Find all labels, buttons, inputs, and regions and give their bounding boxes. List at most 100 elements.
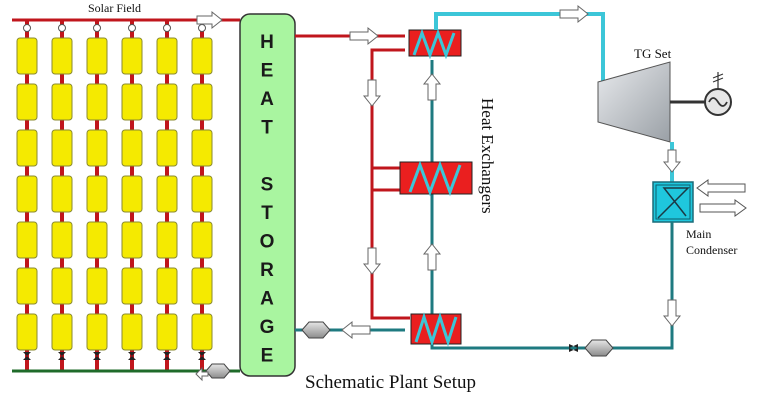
- caption: Schematic Plant Setup: [305, 372, 476, 393]
- solar-collector-module: [86, 267, 108, 305]
- heat-exchanger-middle: [399, 160, 473, 197]
- flow-arrow-solar-out: [196, 10, 223, 30]
- solar-collector-module: [156, 175, 178, 213]
- solar-collector-module: [121, 175, 143, 213]
- heat-storage-letter: T: [261, 203, 273, 224]
- flow-arrow-loop-down-1: [362, 79, 382, 107]
- flow-arrow-storage-out: [349, 26, 379, 46]
- flow-arrow-loop-down-2: [362, 247, 382, 275]
- solar-collector-module: [86, 175, 108, 213]
- solar-collector-module: [191, 129, 213, 167]
- heat-storage-letter: O: [260, 232, 275, 253]
- cooling-water-out-arrow: [699, 199, 747, 217]
- solar-collector-module: [121, 313, 143, 351]
- heat-storage-letter: G: [260, 317, 275, 338]
- collector-valve: [128, 24, 136, 32]
- solar-collector-module: [156, 129, 178, 167]
- solar-collector-module: [51, 267, 73, 305]
- heat-storage-letter: H: [260, 32, 274, 53]
- solar-collector-module: [191, 221, 213, 259]
- heat-storage-tank: [239, 13, 296, 377]
- solar-collector-module: [156, 267, 178, 305]
- collector-check-valve: [198, 352, 206, 360]
- solar-collector-module: [156, 37, 178, 75]
- flow-arrows: [195, 4, 682, 382]
- heat-exchanger-top: [408, 28, 462, 60]
- collector-check-valve: [23, 352, 31, 360]
- solar-collector-module: [51, 129, 73, 167]
- solar-field: [16, 20, 213, 371]
- solar-collector-module: [86, 313, 108, 351]
- heat-storage-letter: E: [261, 61, 274, 82]
- heat-storage-letter: T: [261, 118, 273, 139]
- solar-collector-module: [16, 37, 38, 75]
- collector-check-valve: [163, 352, 171, 360]
- main-condenser: [652, 181, 694, 223]
- solar-collector-module: [16, 175, 38, 213]
- collector-valve: [23, 24, 31, 32]
- hx-red-loop-pipe: [370, 48, 410, 320]
- solar-collector-module: [191, 83, 213, 121]
- heat-storage-letter: R: [260, 260, 274, 281]
- heat-storage-letter: A: [260, 289, 274, 310]
- solar-collector-module: [86, 37, 108, 75]
- flow-arrow-hx-return: [341, 320, 371, 340]
- heat-storage-letter: S: [261, 175, 274, 196]
- solar-collector-module: [16, 267, 38, 305]
- solar-collector-module: [191, 267, 213, 305]
- heat-exchanger-bottom: [410, 312, 462, 347]
- flow-arrow-steam-top: [559, 4, 589, 24]
- heat-storage-letter: E: [261, 346, 274, 367]
- solar-collector-module: [86, 83, 108, 121]
- solar-field-pump: [205, 363, 231, 379]
- collector-check-valve: [58, 352, 66, 360]
- generator: [704, 72, 732, 116]
- solar-collector-module: [86, 129, 108, 167]
- solar-collector-module: [51, 83, 73, 121]
- condensate-pump: [569, 339, 614, 357]
- solar-collector-module: [191, 313, 213, 351]
- solar-collector-module: [156, 221, 178, 259]
- condenser-label-line2: Condenser: [686, 243, 737, 257]
- solar-collector-module: [191, 37, 213, 75]
- condenser-label-line1: Main: [686, 227, 711, 241]
- flow-arrow-condensate: [662, 299, 682, 327]
- solar-collector-module: [16, 129, 38, 167]
- flow-arrow-cold-return: [195, 366, 209, 382]
- collector-valve: [198, 24, 206, 32]
- solar-collector-module: [121, 83, 143, 121]
- solar-collector-module: [51, 313, 73, 351]
- collector-valve: [163, 24, 171, 32]
- solar-collector-module: [156, 313, 178, 351]
- collector-check-valve: [93, 352, 101, 360]
- flow-arrow-riser-1: [422, 73, 442, 101]
- solar-collector-module: [51, 37, 73, 75]
- solar-collector-module: [121, 221, 143, 259]
- heat-storage-letter: A: [260, 89, 274, 110]
- solar-collector-module: [156, 83, 178, 121]
- cooling-water-in-arrow: [696, 179, 746, 197]
- turbine: [597, 61, 671, 143]
- solar-collector-module: [191, 175, 213, 213]
- collector-valve: [93, 24, 101, 32]
- heat-exchangers-label: Heat Exchangers: [478, 98, 497, 214]
- flow-arrow-exhaust: [662, 149, 682, 173]
- return-pump: [301, 321, 331, 339]
- solar-collector-module: [121, 37, 143, 75]
- tg-set-label: TG Set: [634, 46, 672, 61]
- solar-collector-module: [51, 175, 73, 213]
- solar-collector-module: [121, 267, 143, 305]
- flow-arrow-riser-2: [422, 243, 442, 271]
- solar-collector-module: [86, 221, 108, 259]
- steam-line-pipe: [434, 12, 605, 82]
- solar-collector-module: [16, 313, 38, 351]
- solar-collector-module: [16, 83, 38, 121]
- condensate-return-pipe: [430, 222, 674, 350]
- solar-field-label: Solar Field: [88, 1, 141, 15]
- solar-collector-module: [121, 129, 143, 167]
- solar-collector-module: [16, 221, 38, 259]
- collector-check-valve: [128, 352, 136, 360]
